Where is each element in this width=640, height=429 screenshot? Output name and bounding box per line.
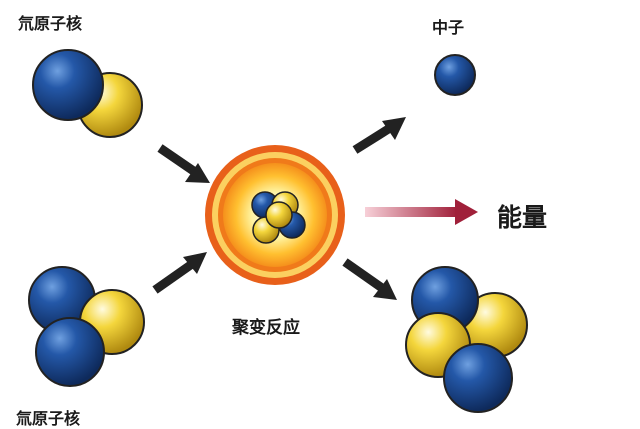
tritium-nucleus [28, 266, 145, 387]
arrow-in-top [157, 144, 210, 183]
deuterium-nucleus [32, 49, 143, 138]
helium-nucleus [405, 266, 528, 413]
reaction-label: 聚变反应 [232, 318, 300, 338]
arrow-energy [365, 199, 478, 225]
arrow-out-neutron [352, 117, 406, 154]
arrow-out-helium [342, 258, 397, 300]
tritium-label: 氚原子核 [16, 409, 81, 428]
fusion-burst [205, 145, 345, 285]
arrow-in-bottom [152, 252, 207, 294]
energy-label: 能量 [497, 203, 548, 232]
deuterium-label: 氘原子核 [18, 14, 83, 33]
neutron-particle [434, 54, 476, 96]
neutron-label: 中子 [432, 18, 465, 37]
